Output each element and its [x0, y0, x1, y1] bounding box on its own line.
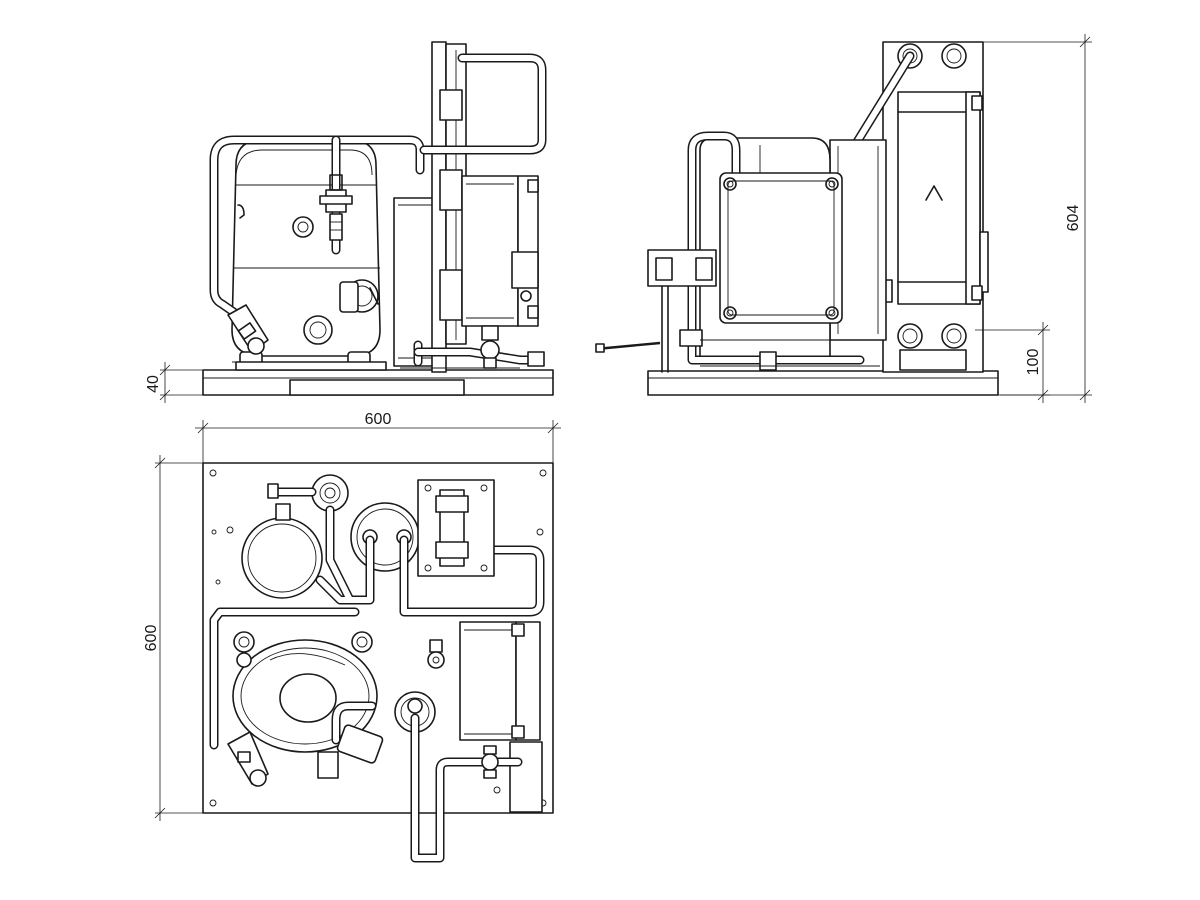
side-plate-exchanger — [882, 41, 989, 373]
dim-600-depth-label: 600 — [143, 625, 160, 652]
front-view — [202, 41, 554, 396]
side-electrical-box — [719, 172, 843, 324]
dim-40-label: 40 — [145, 375, 162, 393]
top-condenser-plate — [417, 479, 495, 577]
front-bottom-valve — [480, 325, 500, 369]
dim-base-thickness: 40 — [145, 362, 203, 403]
top-view — [202, 462, 554, 863]
side-pressure-switch — [647, 249, 717, 373]
dim-height: 604 — [983, 34, 1092, 403]
front-upper-valve — [319, 174, 353, 241]
side-base-plate — [647, 370, 999, 396]
front-base-foot — [289, 379, 465, 396]
top-fan-housing — [459, 621, 541, 741]
dim-604-label: 604 — [1065, 205, 1082, 232]
front-fan-housing — [461, 175, 539, 327]
front-pressure-switch — [339, 279, 379, 313]
dim-side-offset: 100 — [975, 322, 1050, 403]
front-service-valve — [227, 304, 269, 355]
dim-top-width: 600 — [195, 411, 561, 463]
dim-top-depth: 600 — [143, 455, 203, 821]
top-compressor — [232, 631, 384, 779]
dim-100-label: 100 — [1025, 349, 1042, 376]
front-condenser-plate — [431, 41, 467, 373]
top-service-valve — [227, 731, 269, 787]
dim-600-width-label: 600 — [365, 411, 392, 428]
side-view — [595, 41, 999, 396]
top-receiver — [241, 503, 323, 599]
